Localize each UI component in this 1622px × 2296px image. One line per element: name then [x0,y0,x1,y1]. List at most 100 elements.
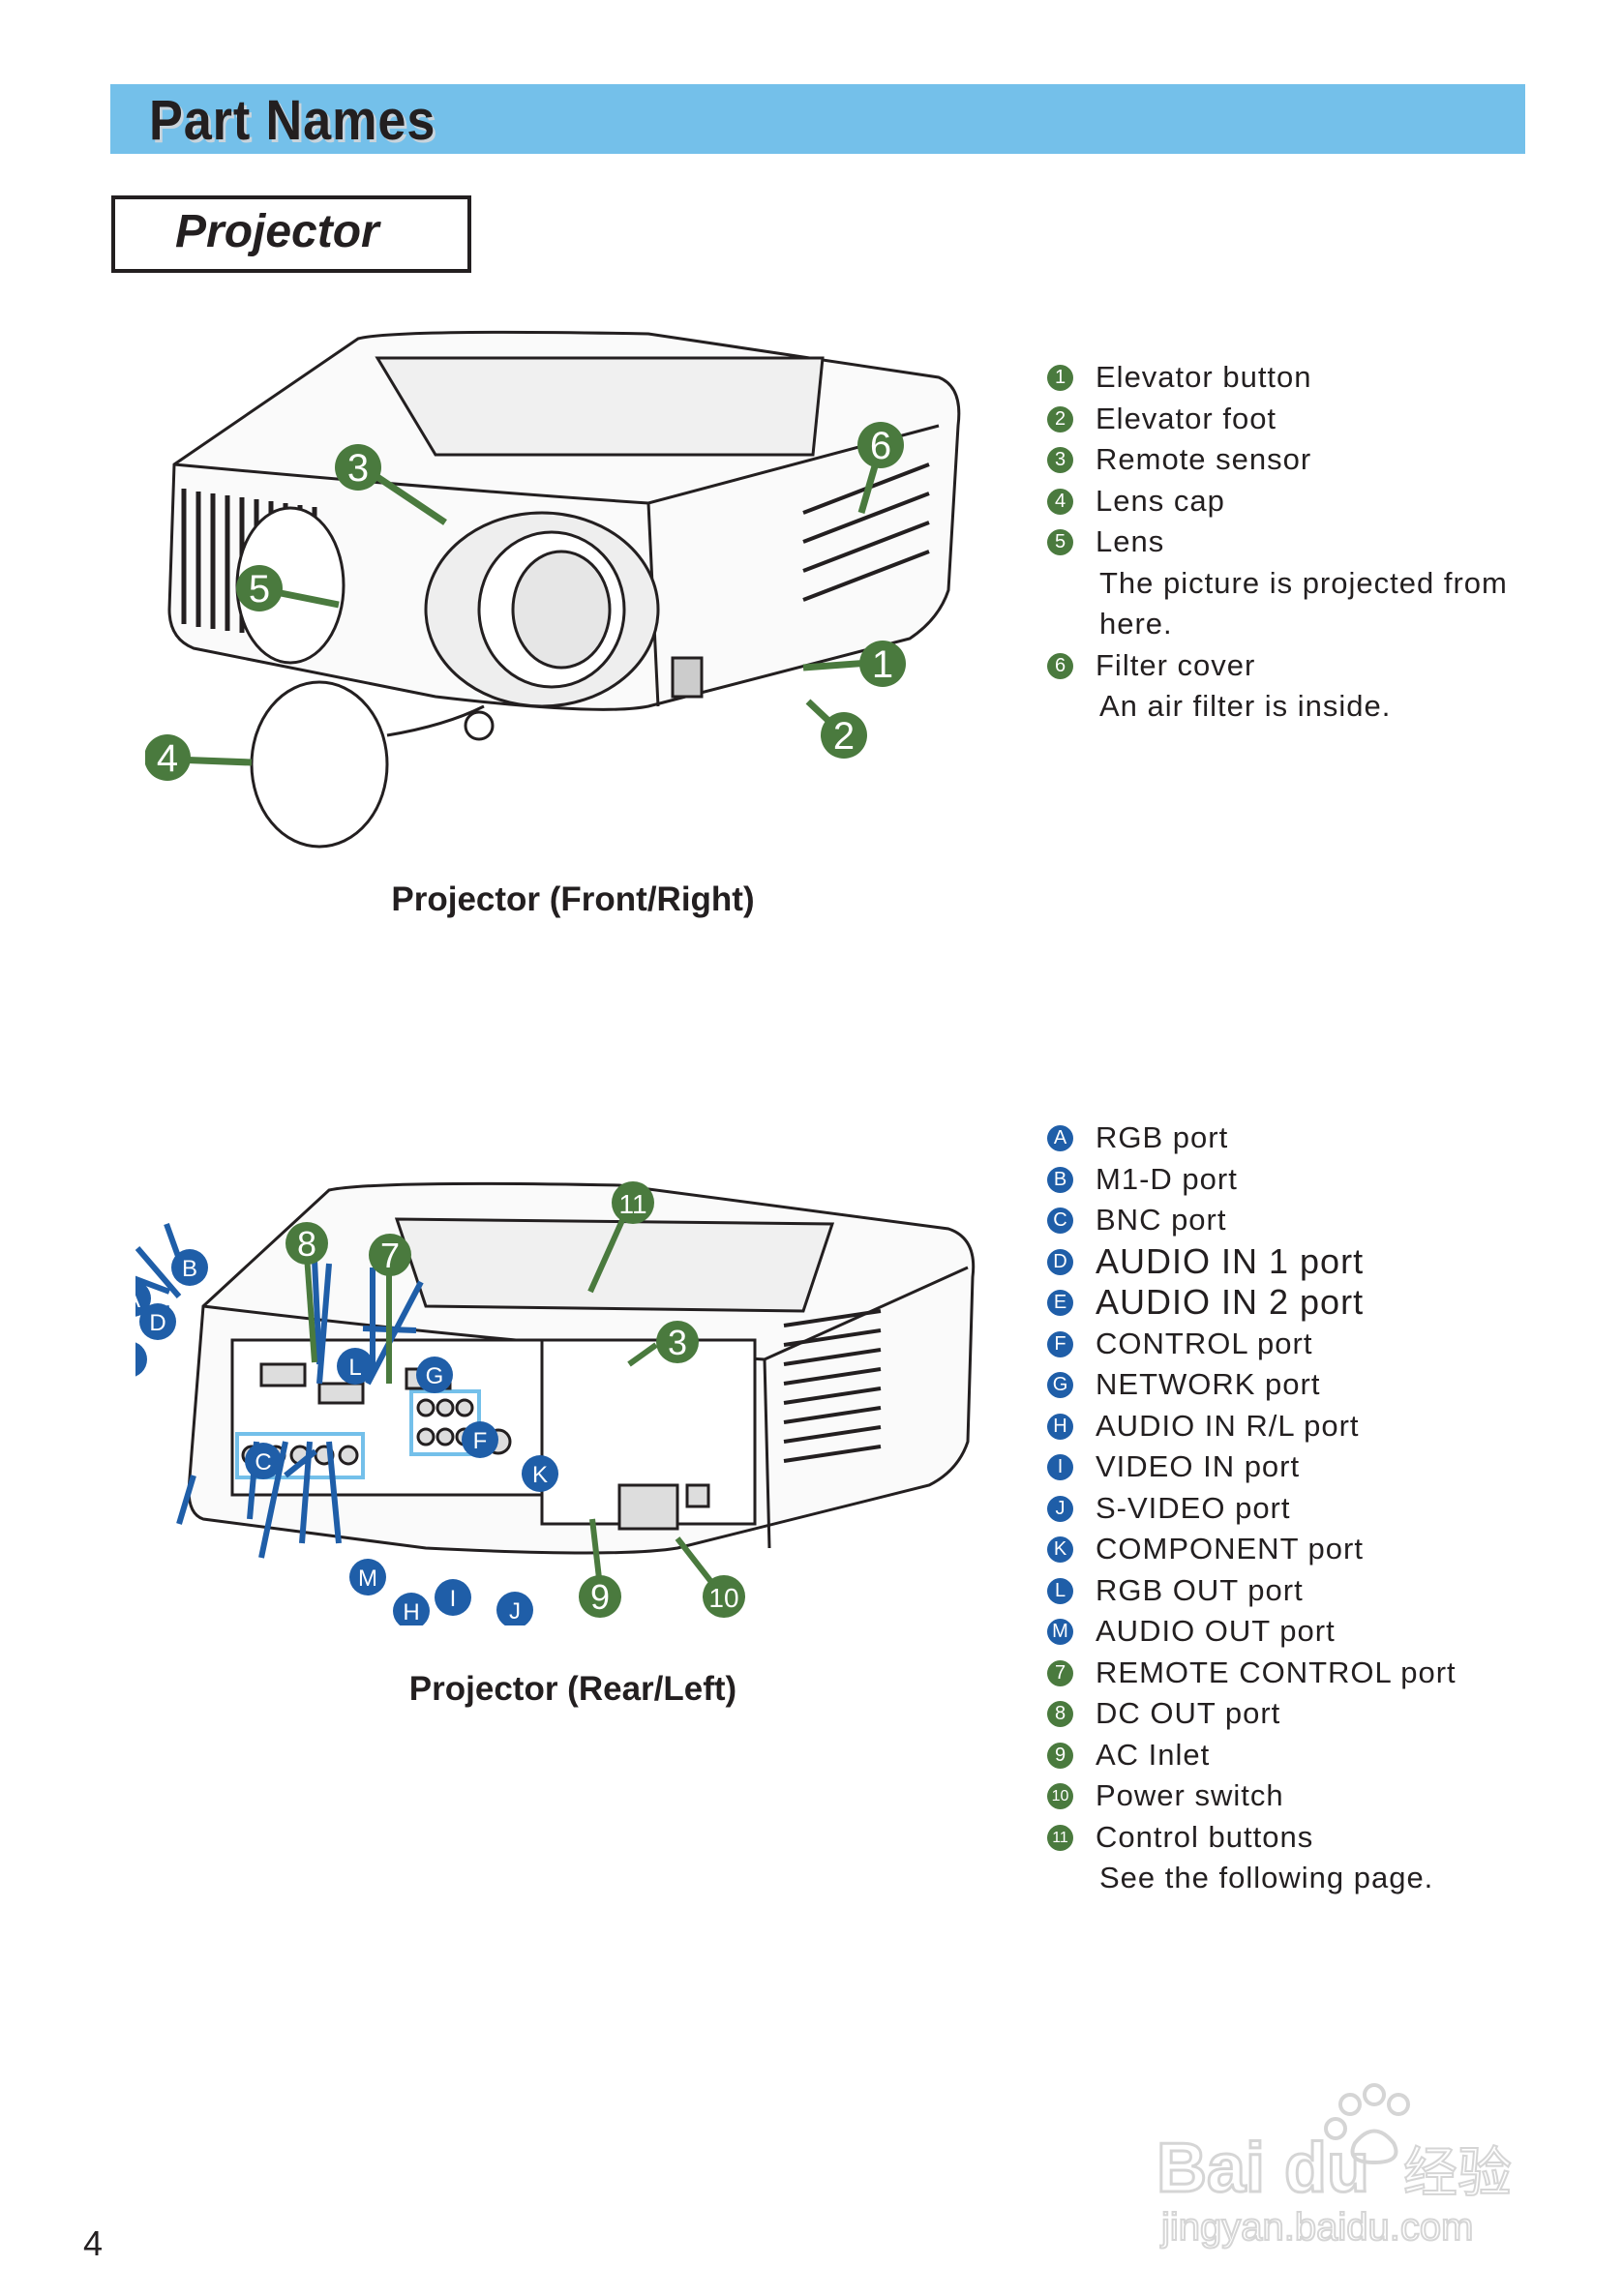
svg-text:1: 1 [872,643,893,686]
letter-badge: M [1047,1619,1073,1645]
list-item: 10 Power switch [1047,1775,1457,1817]
item-label: S-VIDEO port [1096,1490,1291,1525]
svg-text:D: D [149,1310,165,1336]
item-label: REMOTE CONTROL port [1096,1655,1457,1689]
list-item: 8 DC OUT port [1047,1693,1457,1735]
number-badge: 4 [1047,488,1073,515]
item-label: CONTROL port [1096,1326,1313,1360]
list-item: B M1-D port [1047,1159,1457,1201]
item-label: M1-D port [1096,1161,1238,1196]
letter-badge: A [1047,1125,1073,1151]
list-item: G NETWORK port [1047,1364,1457,1406]
baidu-watermark-logo: Bai du 经验 jingyan.baidu.com [1156,2083,1513,2250]
item-label: Power switch [1096,1778,1284,1812]
svg-text:K: K [532,1462,548,1488]
svg-text:Bai du: Bai du [1156,2130,1369,2207]
list-item: E AUDIO IN 2 port [1047,1282,1457,1324]
svg-text:F: F [473,1428,488,1454]
svg-text:5: 5 [249,568,270,611]
letter-badge: D [1047,1248,1073,1275]
list-item: 5 Lens [1047,522,1516,563]
list-item: A RGB port [1047,1118,1457,1159]
list-item: J S-VIDEO port [1047,1488,1457,1530]
letter-badge: L [1047,1577,1073,1604]
svg-text:10: 10 [708,1583,738,1613]
number-badge: 6 [1047,652,1073,679]
item-label: AUDIO IN R/L port [1096,1408,1360,1443]
title-band: Part Names [110,84,1525,154]
list-item: 3 Remote sensor [1047,439,1516,481]
svg-text:4: 4 [157,737,178,780]
svg-text:11: 11 [618,1189,646,1219]
svg-text:3: 3 [668,1323,687,1362]
svg-text:8: 8 [297,1224,316,1264]
letter-badge: H [1047,1413,1073,1440]
letter-badge: B [1047,1166,1073,1193]
letter-badge: I [1047,1454,1073,1480]
svg-text:经验: 经验 [1403,2142,1512,2205]
letter-badge: F [1047,1330,1073,1357]
item-note: The picture is projected from here. [1047,563,1516,645]
item-label: Remote sensor [1096,442,1312,476]
list-item: 4 Lens cap [1047,481,1516,522]
svg-text:J: J [509,1598,521,1625]
svg-text:L: L [348,1355,361,1381]
item-label: VIDEO IN port [1096,1449,1301,1483]
letter-badge: 11 [1047,1824,1073,1851]
item-label: AC Inlet [1096,1737,1211,1772]
item-label: RGB port [1096,1120,1229,1154]
projector-front-illustration: 3 5 4 6 1 2 [145,330,961,849]
section-box: Projector [111,195,471,273]
item-label: NETWORK port [1096,1367,1321,1401]
number-badge: 5 [1047,529,1073,555]
list-item: 7 REMOTE CONTROL port [1047,1653,1457,1694]
letter-badge: 7 [1047,1659,1073,1686]
svg-text:jingyan.baidu.com: jingyan.baidu.com [1160,2206,1473,2249]
item-label: Lens cap [1096,483,1225,518]
item-label: Lens [1096,524,1165,558]
front-caption: Projector (Front/Right) [391,880,755,918]
svg-text:G: G [426,1363,444,1389]
item-label: AUDIO IN 2 port [1096,1282,1365,1322]
letter-badge: 10 [1047,1783,1073,1809]
letter-badge: G [1047,1372,1073,1398]
note-text: The picture is projected from here. [1099,565,1508,641]
letter-badge: J [1047,1495,1073,1522]
item-label: RGB OUT port [1096,1572,1304,1607]
item-label: COMPONENT port [1096,1532,1364,1565]
list-item: M AUDIO OUT port [1047,1611,1457,1653]
svg-text:7: 7 [380,1236,400,1275]
item-label: DC OUT port [1096,1696,1281,1730]
svg-text:A: A [135,1287,140,1313]
number-badge: 3 [1047,447,1073,473]
item-label: BNC port [1096,1203,1227,1237]
item-label: Elevator foot [1096,401,1277,435]
item-note: See the following page. [1047,1858,1457,1899]
list-item: I VIDEO IN port [1047,1446,1457,1488]
rear-caption: Projector (Rear/Left) [408,1670,737,1708]
item-label: Elevator button [1096,360,1312,394]
item-label: AUDIO IN 1 port [1096,1240,1365,1281]
section-title: Projector [175,206,379,257]
item-label: AUDIO OUT port [1096,1614,1336,1648]
page-title: Part Names [149,89,436,152]
letter-badge: E [1047,1290,1073,1316]
item-note: An air filter is inside. [1047,686,1516,728]
svg-text:H: H [403,1599,419,1625]
list-item: L RGB OUT port [1047,1570,1457,1612]
svg-text:C: C [255,1449,271,1476]
list-item: F CONTROL port [1047,1324,1457,1365]
item-label: Filter cover [1096,647,1256,682]
svg-text:3: 3 [347,447,369,490]
letter-badge: 8 [1047,1701,1073,1727]
svg-text:M: M [358,1565,377,1592]
list-item: H AUDIO IN R/L port [1047,1406,1457,1447]
